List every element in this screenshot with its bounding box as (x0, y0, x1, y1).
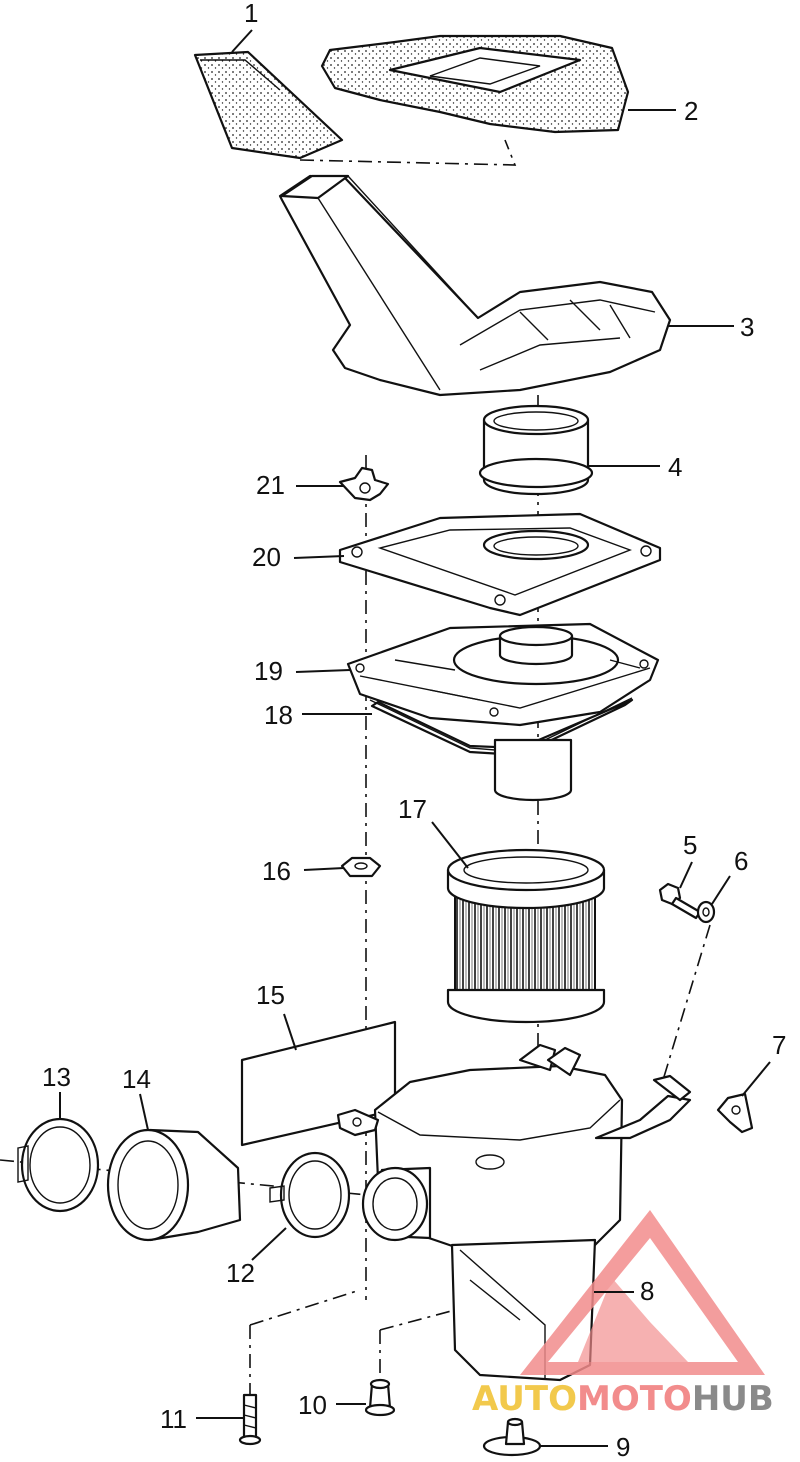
part-13-clamp (17, 1117, 100, 1213)
callout-18: 18 (264, 700, 293, 730)
airbox-side-spigot (361, 1166, 432, 1242)
part-17-filter-element (446, 848, 606, 1024)
callout-19: 19 (254, 656, 283, 686)
callout-6: 6 (734, 846, 748, 876)
callout-10: 10 (298, 1390, 327, 1420)
part-7-bracket (716, 1092, 754, 1134)
callout-1: 1 (244, 0, 258, 28)
callout-17: 17 (398, 794, 427, 824)
watermark-hub: HUB (692, 1379, 774, 1419)
callout-2: 2 (684, 96, 698, 126)
part-11-screw (238, 1393, 262, 1446)
part-3-intake-cover (278, 174, 672, 397)
part-19-filter-lid (346, 622, 660, 727)
part-16-nut (340, 856, 382, 878)
watermark-text: AUTOMOTOHUB (472, 1379, 774, 1419)
leader-lines (59, 29, 771, 1447)
callout-11: 11 (160, 1404, 187, 1434)
svg-text:AUTOMOTOHUB: AUTOMOTOHUB (472, 1379, 774, 1419)
callout-8: 8 (640, 1276, 654, 1306)
part-9-drain-valve (482, 1417, 542, 1457)
part-19-spigot (493, 738, 573, 802)
part-1-foam-prefilter (193, 50, 344, 160)
part-20-top-plate (338, 512, 662, 617)
part-12-clamp (269, 1151, 351, 1239)
callout-5: 5 (683, 830, 697, 860)
part-14-intake-duct (106, 1128, 242, 1242)
callout-4: 4 (668, 452, 682, 482)
callout-13: 13 (42, 1062, 71, 1092)
part-10-drain-plug (364, 1378, 396, 1417)
callout-20: 20 (252, 542, 281, 572)
callout-14: 14 (122, 1064, 151, 1094)
watermark-logo (520, 1210, 765, 1375)
watermark-moto: MOTO (577, 1379, 692, 1419)
part-6-washer (696, 900, 716, 924)
callout-3: 3 (740, 312, 754, 342)
callout-labels: 1 2 3 4 5 6 7 8 9 10 11 12 13 14 15 16 1… (42, 0, 786, 1462)
callout-15: 15 (256, 980, 285, 1010)
callout-7: 7 (772, 1030, 786, 1060)
watermark-auto: AUTO (472, 1379, 577, 1419)
callout-9: 9 (616, 1432, 630, 1462)
callout-16: 16 (262, 856, 291, 886)
callout-12: 12 (226, 1258, 255, 1288)
part-21-wing-nut (338, 466, 390, 502)
callout-21: 21 (256, 470, 285, 500)
part-5-bolt (658, 882, 702, 920)
part-2-foam-ring (320, 34, 630, 134)
part-4-coupler (478, 404, 594, 496)
